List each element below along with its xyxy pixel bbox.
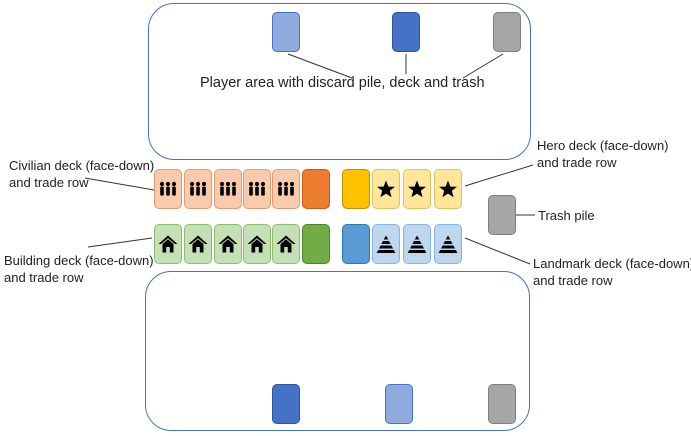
people-icon <box>159 181 177 196</box>
building-label-line1: Building deck (face-down) <box>4 253 154 268</box>
star-icon <box>439 180 457 198</box>
building-card[interactable] <box>154 224 182 264</box>
trash-pile-label: Trash pile <box>538 208 595 223</box>
player-area-leader-left <box>287 53 353 79</box>
bottom-trash[interactable] <box>488 384 516 424</box>
bottom-deck[interactable] <box>272 384 300 424</box>
hero-label-line1: Hero deck (face-down) <box>537 138 669 153</box>
top-player-area <box>148 3 531 160</box>
bottom-player-area <box>145 271 530 431</box>
civilian-label-line2: and trade row <box>9 175 89 190</box>
pyramid-icon <box>407 235 427 253</box>
hero-card[interactable] <box>372 169 400 209</box>
house-icon <box>158 235 178 253</box>
people-icon <box>277 181 295 196</box>
landmark-card[interactable] <box>434 224 462 264</box>
civilian-card[interactable] <box>214 169 242 209</box>
star-icon <box>408 180 426 198</box>
house-icon <box>276 235 296 253</box>
landmark-card[interactable] <box>372 224 400 264</box>
hero-card[interactable] <box>434 169 462 209</box>
hero-label-line2: and trade row <box>537 155 617 170</box>
building-card[interactable] <box>272 224 300 264</box>
pyramid-icon <box>376 235 396 253</box>
landmark-leader <box>464 237 531 265</box>
building-card[interactable] <box>243 224 271 264</box>
people-icon <box>189 181 207 196</box>
top-trash[interactable] <box>493 12 521 52</box>
building-card[interactable] <box>214 224 242 264</box>
landmark-deck[interactable] <box>342 224 370 264</box>
player-area-leader-right <box>462 53 504 79</box>
building-leader <box>87 237 153 248</box>
building-deck-label: Building deck (face-down) and trade row <box>4 252 154 286</box>
house-icon <box>218 235 238 253</box>
people-icon <box>248 181 266 196</box>
building-label-line2: and trade row <box>4 270 84 285</box>
civilian-card[interactable] <box>272 169 300 209</box>
civilian-card[interactable] <box>154 169 182 209</box>
top-deck[interactable] <box>392 12 420 52</box>
top-discard-pile[interactable] <box>272 12 300 52</box>
civilian-card[interactable] <box>184 169 212 209</box>
building-deck[interactable] <box>302 224 330 264</box>
star-icon <box>377 180 395 198</box>
landmark-label-line2: and trade row <box>533 273 613 288</box>
house-icon <box>188 235 208 253</box>
civilian-deck-label: Civilian deck (face-down) and trade row <box>9 157 154 191</box>
pyramid-icon <box>438 235 458 253</box>
civilian-deck[interactable] <box>302 169 330 209</box>
hero-card[interactable] <box>403 169 431 209</box>
landmark-label-line1: Landmark deck (face-down) <box>533 256 691 271</box>
landmark-deck-label: Landmark deck (face-down) and trade row <box>533 255 691 289</box>
hero-deck[interactable] <box>342 169 370 209</box>
house-icon <box>247 235 267 253</box>
hero-deck-label: Hero deck (face-down) and trade row <box>537 137 669 171</box>
civilian-card[interactable] <box>243 169 271 209</box>
people-icon <box>219 181 237 196</box>
landmark-card[interactable] <box>403 224 431 264</box>
hero-leader <box>464 164 534 187</box>
civilian-label-line1: Civilian deck (face-down) <box>9 158 155 173</box>
player-area-label: Player area with discard pile, deck and … <box>200 75 485 91</box>
bottom-discard-pile[interactable] <box>385 384 413 424</box>
building-card[interactable] <box>184 224 212 264</box>
civilian-leader <box>84 177 155 191</box>
trash-pile[interactable] <box>488 195 516 235</box>
